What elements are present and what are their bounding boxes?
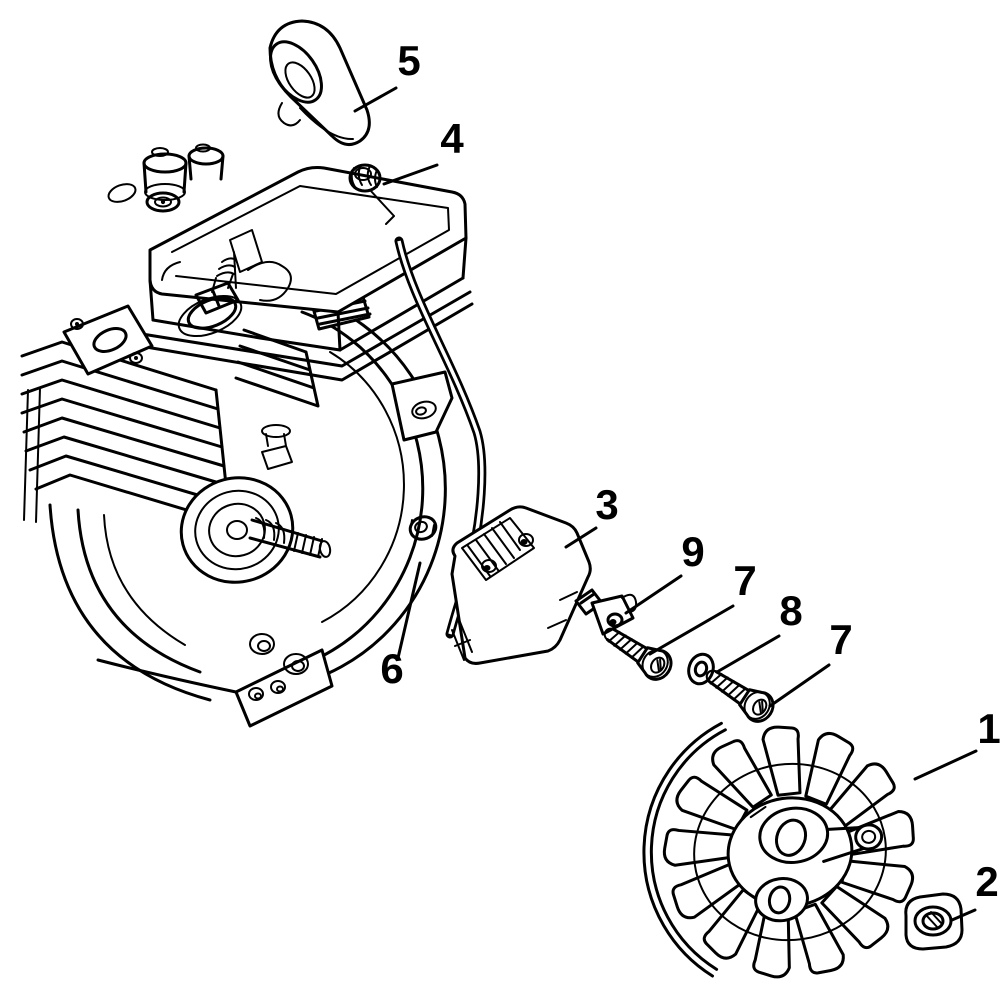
flywheel-nut xyxy=(904,892,964,951)
exhaust-flange xyxy=(62,304,154,376)
callout-label-6: 6 xyxy=(380,645,403,692)
callout-label-7: 7 xyxy=(733,557,756,604)
callout-label-2: 2 xyxy=(975,858,998,905)
hex-nut-6 xyxy=(408,515,438,541)
callout-label-9: 9 xyxy=(681,528,704,575)
callout-layer: 1 2 3 45 6 7 78 9 xyxy=(353,37,1000,922)
shroud-bracket xyxy=(390,370,454,442)
washer-8 xyxy=(687,652,715,686)
callout-leader-2 xyxy=(950,908,977,922)
screw-7b xyxy=(698,659,780,729)
crankshaft xyxy=(179,424,332,675)
fan-housing xyxy=(234,285,454,728)
callout-label-5: 5 xyxy=(397,37,420,84)
head-fins xyxy=(234,328,320,408)
callout-leader-4 xyxy=(382,163,439,186)
callout-label-1: 1 xyxy=(977,705,1000,752)
callout-label-8: 8 xyxy=(779,587,802,634)
spark-plug xyxy=(161,257,292,338)
callout-leader-7 xyxy=(648,604,735,656)
callout-leader-1 xyxy=(913,749,978,781)
valve-cover xyxy=(107,143,474,382)
engine-cylinder-assembly xyxy=(20,143,474,702)
spring-tail xyxy=(369,189,395,225)
callout-label-3: 3 xyxy=(595,481,618,528)
callout-leader-9 xyxy=(624,574,683,615)
spark-plug-boot xyxy=(268,19,371,147)
callout-leader-5 xyxy=(353,86,398,113)
callout-label-7: 7 xyxy=(829,616,852,663)
boot-spring-grommet xyxy=(348,163,395,225)
callout-leader-3 xyxy=(564,526,598,549)
callout-label-4: 4 xyxy=(440,115,464,162)
crankcase xyxy=(48,503,212,702)
screw-7a xyxy=(596,617,678,687)
callout-leader-7 xyxy=(768,663,831,708)
callout-leader-6 xyxy=(396,561,422,660)
callout-leader-8 xyxy=(715,634,781,674)
flywheel xyxy=(642,721,918,982)
ignition-module xyxy=(450,505,592,665)
cylinder-fins xyxy=(20,340,232,525)
wire-clip xyxy=(574,588,638,636)
